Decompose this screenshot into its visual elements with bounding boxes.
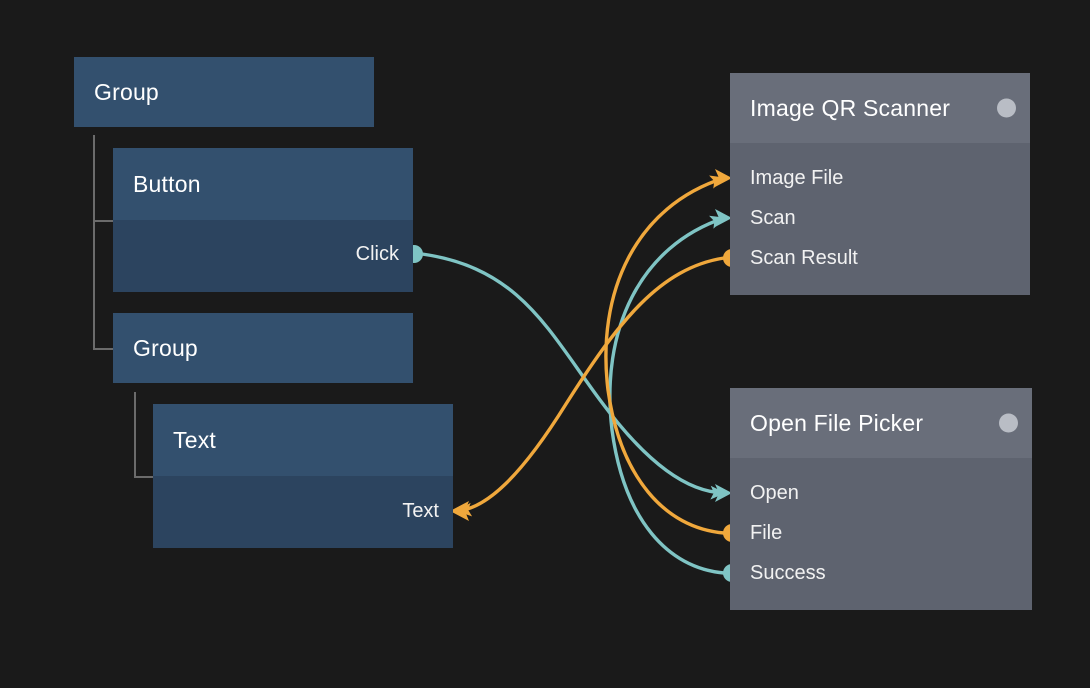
node-header-group-root[interactable]: Group (74, 57, 374, 127)
port-image-file[interactable]: Image File (750, 165, 843, 191)
node-header-button[interactable]: Button (113, 148, 413, 220)
node-collapse-dot-icon[interactable] (999, 413, 1018, 433)
port-label: Open (750, 482, 799, 504)
port-label: File (750, 522, 783, 544)
wire-scan-result-to-text[interactable] (456, 256, 726, 517)
port-label: Success (750, 562, 826, 584)
port-click[interactable]: Click (356, 241, 399, 267)
node-body-button (113, 220, 413, 292)
port-file[interactable]: File (750, 520, 782, 546)
node-body-image-qr-scanner (730, 143, 1030, 295)
port-label: Scan (750, 207, 796, 229)
tree-line-branch-2 (93, 348, 113, 350)
node-title-open-file-picker: Open File Picker (750, 409, 924, 436)
node-group-child[interactable]: Group (113, 313, 413, 383)
wire-click-to-open[interactable] (420, 252, 726, 500)
node-title-image-qr-scanner: Image QR Scanner (750, 94, 951, 121)
node-title-text: Text (173, 426, 216, 453)
port-label: Scan Result (750, 247, 858, 269)
node-header-open-file-picker[interactable]: Open File Picker (730, 388, 1032, 458)
node-body-text (153, 476, 453, 548)
node-collapse-dot-icon[interactable] (997, 98, 1016, 118)
port-success[interactable]: Success (750, 560, 826, 586)
node-header-image-qr-scanner[interactable]: Image QR Scanner (730, 73, 1030, 143)
node-group-root[interactable]: Group (74, 57, 374, 127)
port-label: Click (355, 243, 399, 265)
node-header-text[interactable]: Text (153, 404, 453, 476)
node-title-group-child: Group (133, 334, 198, 361)
wire-success-to-scan[interactable] (608, 215, 726, 575)
port-text[interactable]: Text (402, 498, 439, 524)
port-label: Image File (750, 167, 844, 189)
tree-line-branch-1 (93, 220, 113, 222)
node-title-button: Button (133, 170, 201, 197)
wire-file-to-image-file[interactable] (604, 175, 726, 535)
node-body-open-file-picker (730, 458, 1032, 610)
tree-line-trunk-1 (93, 135, 95, 350)
tree-line-branch-3 (134, 476, 154, 478)
node-title-group-root: Group (94, 78, 159, 105)
port-open[interactable]: Open (750, 480, 799, 506)
port-scan-result[interactable]: Scan Result (750, 245, 858, 271)
tree-line-trunk-2 (134, 392, 136, 478)
port-scan[interactable]: Scan (750, 205, 796, 231)
port-label: Text (402, 500, 439, 522)
node-header-group-child[interactable]: Group (113, 313, 413, 383)
